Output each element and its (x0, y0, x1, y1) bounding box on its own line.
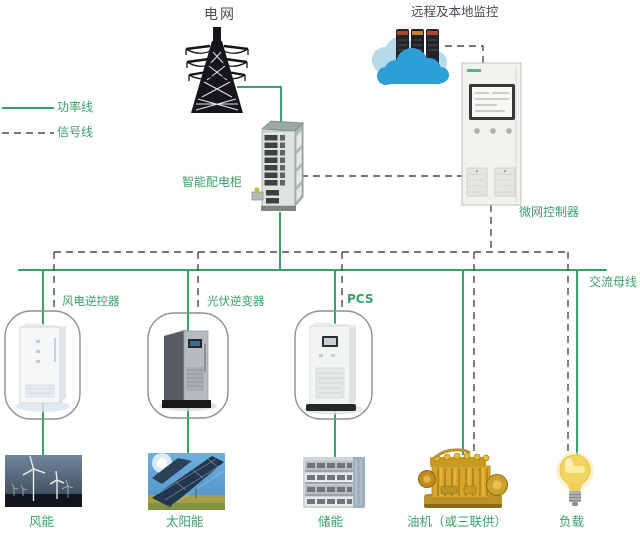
smart-cabinet-label: 智能配电柜 (182, 175, 243, 189)
microgrid-controller-icon (461, 62, 522, 206)
solar-label: 太阳能 (166, 514, 204, 529)
pcs-card (294, 310, 373, 420)
signal-cloud-to-controller (445, 45, 484, 63)
diesel-label: 油机（或三联供） (407, 514, 508, 529)
device-cards (4, 310, 373, 420)
wind-inverter-label: 风电逆控器 (62, 294, 120, 308)
wind-farm-photo (5, 455, 82, 507)
load-bulb-icon (556, 452, 594, 506)
monitoring-label: 远程及本地监控 (411, 4, 499, 19)
wind-inverter-card (4, 310, 81, 420)
storage-rack-rows (305, 460, 362, 506)
ac-bus-label: 交流母线 (589, 275, 638, 289)
pcs-cabinet-icon (304, 322, 362, 415)
cabinet-module-rows (264, 135, 285, 204)
battery-storage-photo (303, 457, 365, 508)
transmission-tower-icon (185, 27, 249, 113)
storage-label: 储能 (318, 514, 344, 529)
pv-inverter-card (147, 312, 229, 419)
pv-inverter-label: 光伏逆变器 (207, 294, 265, 308)
diesel-engine-photo (418, 448, 508, 508)
solar-farm-photo (148, 453, 225, 510)
monitoring-cloud-icon (372, 29, 449, 85)
pv-inverter-cabinet-icon (159, 330, 217, 411)
signal-lines (2, 45, 570, 455)
controller-label: 微网控制器 (519, 205, 580, 219)
wind-label: 风能 (29, 514, 55, 529)
pcs-label: PCS (347, 292, 374, 306)
controller-vents (466, 167, 516, 197)
legend-power-label: 功率线 (57, 100, 94, 114)
legend-signal-label: 信号线 (57, 125, 94, 139)
grid-label: 电网 (204, 7, 236, 23)
wind-inverter-cabinet-icon (16, 323, 70, 412)
front-cloud (377, 48, 449, 85)
smart-distribution-cabinet-icon (251, 120, 304, 211)
power-line-grid-to-cabinet (237, 86, 282, 124)
load-label: 负载 (559, 514, 585, 529)
